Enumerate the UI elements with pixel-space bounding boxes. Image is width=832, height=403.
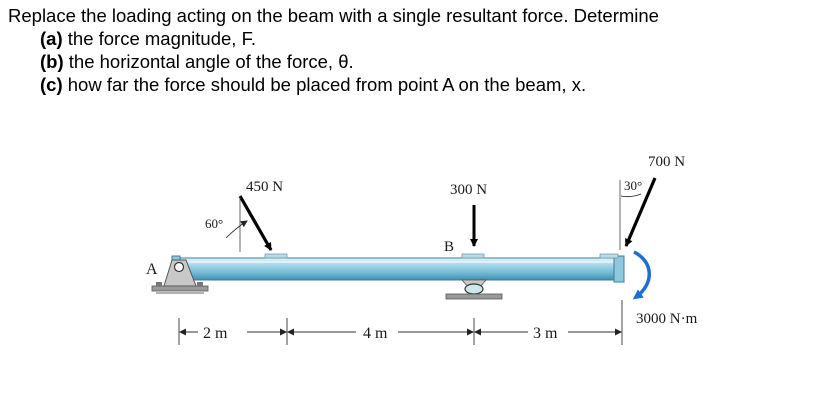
dim-4m-label: 4 m <box>363 325 388 342</box>
part-c-tag: (c) <box>40 74 63 95</box>
part-c-text: how far the force should be placed from … <box>67 74 587 95</box>
part-c: (c) how far the force should be placed f… <box>8 73 828 96</box>
point-a-label: A <box>146 261 158 278</box>
force-450-label: 450 N <box>246 179 283 195</box>
dim-3m-label: 3 m <box>533 325 558 342</box>
part-b-tag: (b) <box>40 51 64 72</box>
problem-statement: Replace the loading acting on the beam w… <box>8 4 828 96</box>
angle-60-label: 60° <box>205 216 223 231</box>
force-450 <box>225 195 273 252</box>
part-a-tag: (a) <box>40 28 63 49</box>
moment-arrow <box>632 250 651 300</box>
part-a: (a) the force magnitude, F. <box>8 27 828 50</box>
force-300-label: 300 N <box>450 182 487 198</box>
point-b-label: B <box>444 239 454 255</box>
beam <box>171 253 625 283</box>
angle-30-label: 30° <box>624 178 642 193</box>
part-b: (b) the horizontal angle of the force, θ… <box>8 50 828 73</box>
part-a-text: the force magnitude, F. <box>67 28 256 49</box>
moment-label: 3000 N·m <box>636 311 698 327</box>
dimension-lines <box>178 300 623 345</box>
force-700 <box>619 177 657 250</box>
force-700-label: 700 N <box>648 154 685 170</box>
pin-support-a <box>151 259 209 294</box>
dim-2m-label: 2 m <box>203 325 228 342</box>
problem-intro: Replace the loading acting on the beam w… <box>8 5 659 26</box>
roller-support-b <box>445 279 503 300</box>
part-b-text: the horizontal angle of the force, θ. <box>68 51 354 72</box>
